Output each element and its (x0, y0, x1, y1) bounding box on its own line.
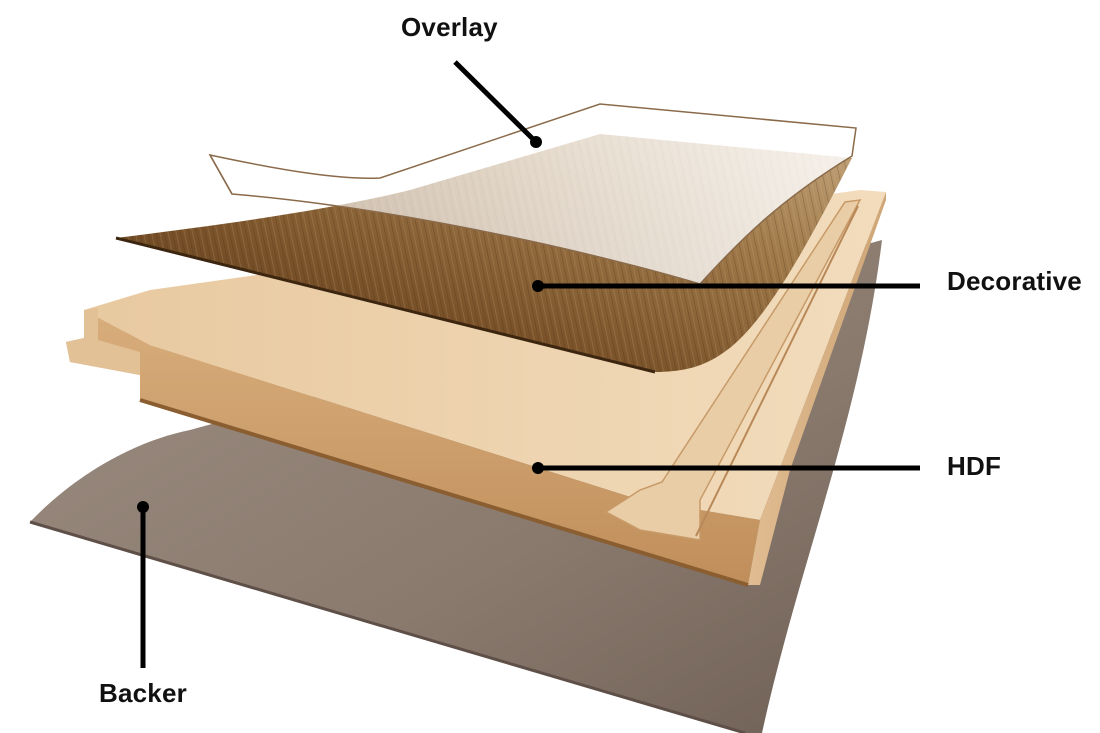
decorative-label: Decorative (947, 266, 1082, 296)
hdf-groove-line (695, 205, 859, 537)
hdf-side (748, 192, 886, 585)
callout-hdf (532, 462, 920, 474)
callout-decorative (532, 280, 920, 292)
overlay-fold (209, 154, 233, 195)
overlay-sheet (208, 103, 857, 285)
callout-backer (137, 501, 149, 668)
hdf-front (66, 310, 760, 585)
callout-overlay (453, 60, 542, 148)
overlay-label: Overlay (401, 12, 498, 42)
hdf-tongue (66, 308, 140, 375)
backer-label: Backer (99, 678, 187, 708)
hdf-label: HDF (947, 451, 1002, 481)
hdf-bottom-edge (139, 398, 749, 587)
decorative-front-edge (115, 236, 656, 374)
